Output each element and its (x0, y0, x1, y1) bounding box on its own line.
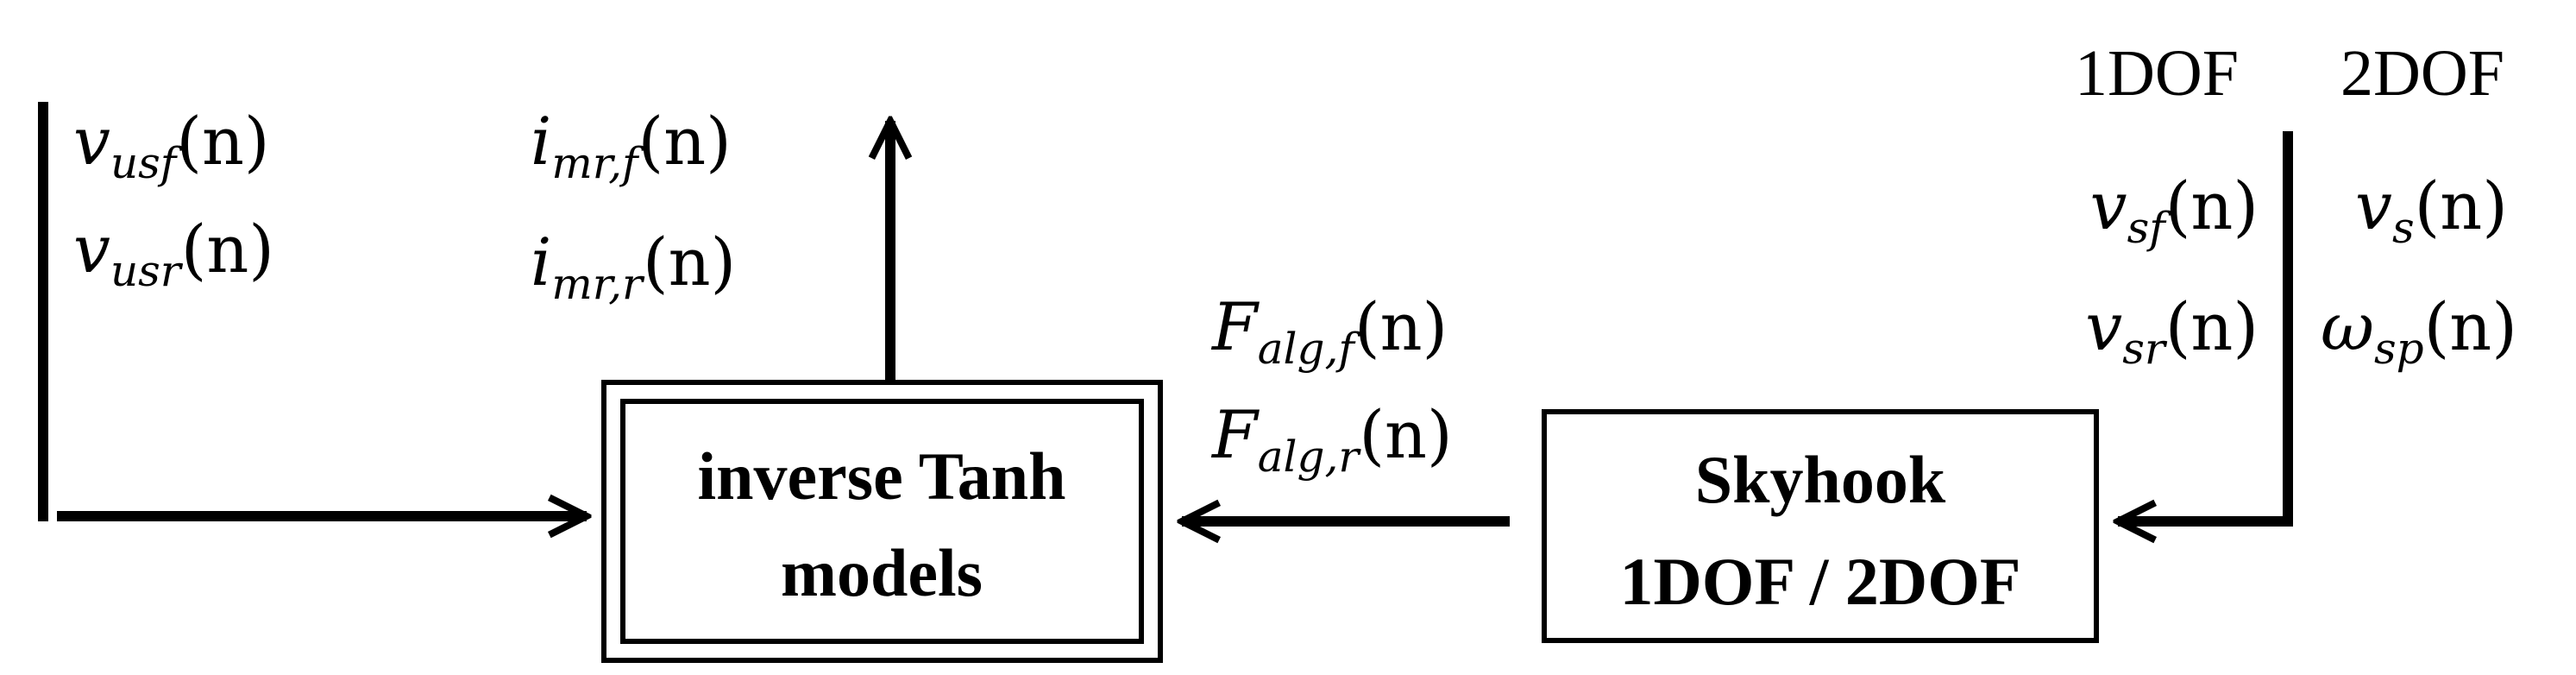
header-1dof: 1DOF (2075, 37, 2239, 110)
middle-label-falgr: Falg,r(n) (1210, 396, 1453, 482)
input-label-vusr: vusr(n) (73, 211, 274, 296)
skyhook-block: Skyhook 1DOF / 2DOF (1542, 409, 2099, 643)
right-label-vs: vs(n) (2355, 167, 2508, 253)
middle-label-falgf: Falg,f(n) (1210, 288, 1448, 374)
right-label-omegasp: ωsp(n) (2321, 288, 2517, 374)
right-input-connector (2118, 131, 2293, 527)
inverse-block-line-1: inverse Tanh (698, 438, 1066, 514)
output-label-imrr: imr,r(n) (531, 224, 736, 309)
inverse-block-line-2: models (781, 535, 983, 610)
skyhook-block-line-1: Skyhook (1695, 442, 1946, 517)
header-2dof: 2DOF (2340, 37, 2504, 110)
right-label-vsr: vsr(n) (2085, 288, 2259, 374)
skyhook-block-line-2: 1DOF / 2DOF (1619, 544, 2020, 619)
left-input-connector (38, 102, 587, 521)
inverse-tanh-block: inverse Tanh models (601, 380, 1163, 663)
right-label-vsf: vsf(n) (2090, 167, 2259, 253)
output-label-imrf: imr,f(n) (531, 103, 732, 188)
input-label-vusf: vusf(n) (73, 103, 270, 188)
